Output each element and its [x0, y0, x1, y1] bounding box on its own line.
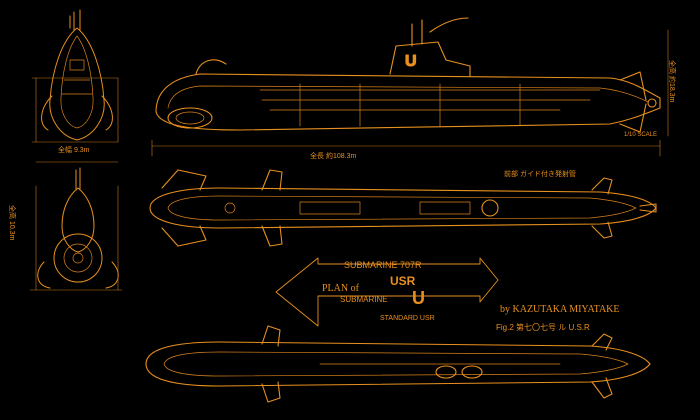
title-line3: PLAN of [322, 283, 360, 294]
title-line2: USR [390, 274, 416, 288]
top-view [149, 169, 657, 247]
title-line5: U [412, 288, 425, 308]
title-block: SUBMARINE 707R USR PLAN of SUBMARINE U S… [275, 257, 499, 327]
length-label: 全長 約108.3m [310, 151, 356, 160]
title-line6: STANDARD USR [380, 315, 435, 322]
bottom-view [145, 325, 651, 403]
author-credit: by KAZUTAKA MIYATAKE [500, 304, 620, 315]
front-view-upper [31, 9, 119, 163]
front-height-label: 全高 10.3m [8, 205, 17, 241]
side-view: U [151, 17, 669, 157]
height-label: 全高 約18.3m [668, 60, 677, 103]
title-line4: SUBMARINE [340, 295, 388, 304]
figure-caption: Fig.2 第七〇七号 ル U.S.R [496, 322, 590, 332]
front-width-label: 全幅 9.3m [58, 145, 90, 154]
side-u-emblem: U [405, 53, 417, 70]
top-note: 前部 ガイド付き発射管 [504, 169, 576, 178]
scale-tag: 1/10 SCALE [624, 132, 657, 138]
front-view-lower [29, 167, 123, 291]
title-line1: SUBMARINE 707R [344, 260, 422, 270]
